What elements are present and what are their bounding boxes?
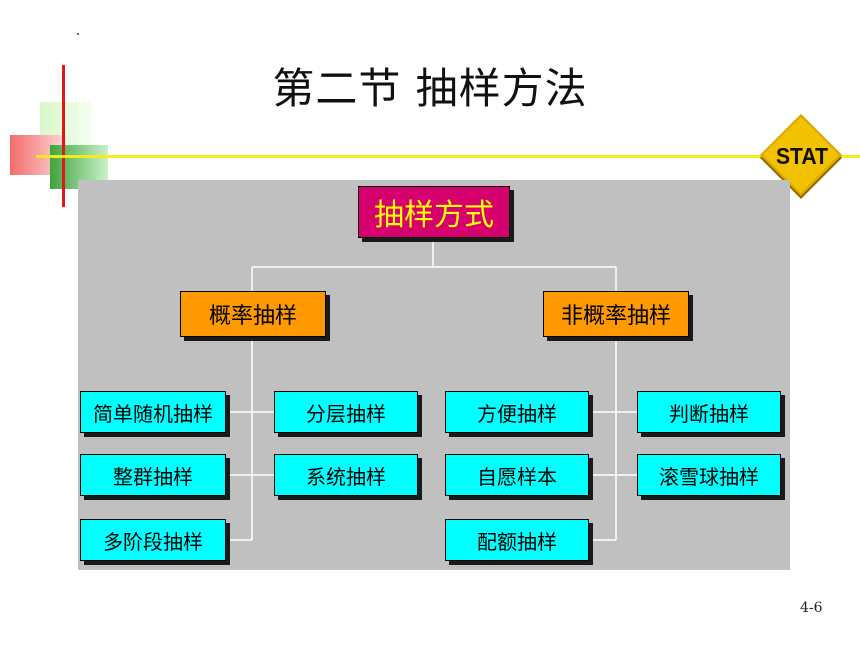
title-divider-line <box>36 155 860 158</box>
leaf-voluntary-sample: 自愿样本 <box>445 454 589 496</box>
leaf-judgment-sampling: 判断抽样 <box>637 391 781 433</box>
stray-dot <box>77 33 79 35</box>
node-probability-sampling: 概率抽样 <box>180 291 326 337</box>
slide-title: 第二节 抽样方法 <box>272 64 588 113</box>
leaf-snowball-sampling: 滚雪球抽样 <box>637 454 781 496</box>
leaf-simple-random-sampling: 简单随机抽样 <box>80 391 226 433</box>
stat-badge: STAT <box>759 113 844 198</box>
diagram-panel <box>78 180 790 570</box>
root-node-sampling-methods: 抽样方式 <box>358 186 510 238</box>
leaf-convenience-sampling: 方便抽样 <box>445 391 589 433</box>
leaf-quota-sampling: 配额抽样 <box>445 519 589 561</box>
page-number: 4-6 <box>800 600 823 616</box>
leaf-cluster-sampling: 整群抽样 <box>80 454 226 496</box>
leaf-stratified-sampling: 分层抽样 <box>274 391 418 433</box>
stat-badge-label: STAT <box>775 143 829 169</box>
node-nonprobability-sampling: 非概率抽样 <box>543 291 689 337</box>
leaf-multistage-sampling: 多阶段抽样 <box>80 519 226 561</box>
leaf-systematic-sampling: 系统抽样 <box>274 454 418 496</box>
decor-red-vertical-line <box>62 65 65 207</box>
